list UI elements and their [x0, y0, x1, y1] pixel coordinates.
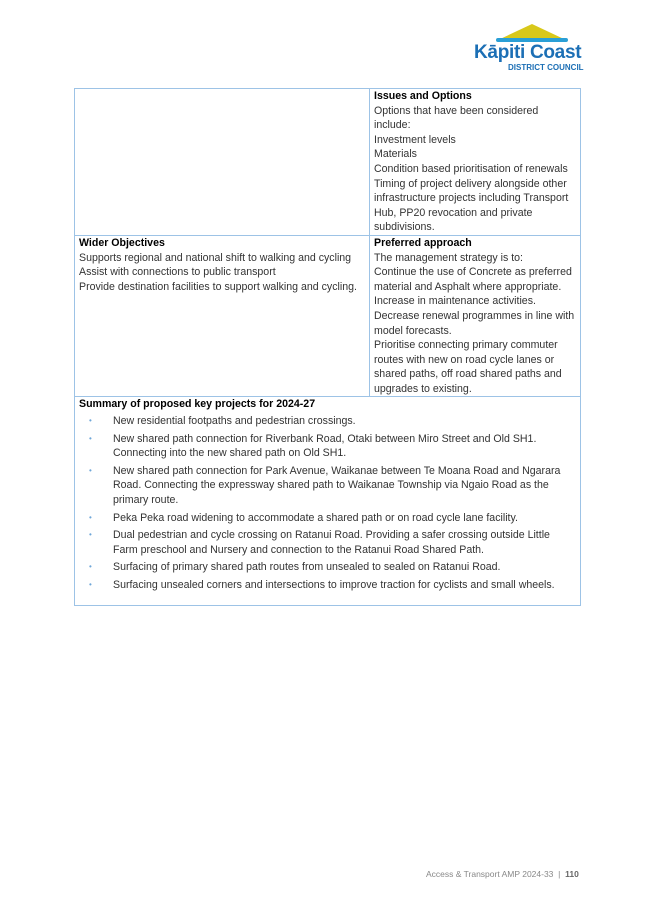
issues-line: Timing of project delivery alongside oth…: [374, 177, 569, 234]
wider-line: Assist with connections to public transp…: [79, 266, 276, 279]
issues-line: Condition based prioritisation of renewa…: [374, 162, 568, 175]
footer-title: Access & Transport AMP 2024-33: [426, 869, 554, 879]
preferred-line: Increase in maintenance activities.: [374, 295, 536, 308]
issues-heading: Issues and Options: [374, 90, 472, 102]
issues-line: Materials: [374, 148, 417, 161]
summary-cell: Summary of proposed key projects for 202…: [74, 396, 581, 607]
issues-line: Investment levels: [374, 133, 456, 146]
wider-line: Supports regional and national shift to …: [79, 251, 352, 264]
logo-name: Kāpiti Coast: [474, 42, 582, 63]
footer-separator: |: [558, 869, 561, 879]
wave-icon: [496, 38, 568, 42]
list-item: New residential footpaths and pedestrian…: [89, 414, 577, 429]
project-list: New residential footpaths and pedestrian…: [79, 414, 577, 593]
wider-line: Provide destination facilities to suppor…: [79, 280, 357, 293]
preferred-line: Prioritise connecting primary commuter r…: [374, 339, 562, 395]
wider-cell: Wider Objectives Supports regional and n…: [74, 234, 370, 398]
list-item: Surfacing of primary shared path routes …: [89, 560, 577, 575]
preferred-heading: Preferred approach: [374, 236, 472, 249]
strategy-table: Issues and Options Options that have bee…: [74, 88, 581, 607]
empty-cell: [74, 88, 370, 236]
issues-line: Options that have been considered includ…: [374, 104, 539, 132]
council-logo: Kāpiti Coast DISTRICT COUNCIL: [470, 24, 590, 76]
preferred-cell: Preferred approach The management strate…: [369, 234, 581, 398]
logo-subtitle: DISTRICT COUNCIL: [508, 63, 584, 72]
preferred-line: The management strategy is to:: [374, 251, 523, 264]
list-item: Surfacing unsealed corners and intersect…: [89, 578, 577, 593]
list-item: Dual pedestrian and cycle crossing on Ra…: [89, 528, 577, 557]
page-number: 110: [565, 869, 579, 879]
list-item: New shared path connection for Riverbank…: [89, 432, 577, 461]
issues-cell: Issues and Options Options that have bee…: [369, 88, 581, 236]
preferred-line: Decrease renewal programmes in line with…: [374, 309, 575, 337]
summary-heading: Summary of proposed key projects for 202…: [79, 398, 316, 411]
preferred-line: Continue the use of Concrete as preferre…: [374, 266, 572, 293]
list-item: New shared path connection for Park Aven…: [89, 464, 577, 508]
page-footer: Access & Transport AMP 2024-33 | 110: [426, 869, 579, 879]
list-item: Peka Peka road widening to accommodate a…: [89, 511, 577, 526]
mountain-icon: [498, 24, 566, 40]
wider-heading: Wider Objectives: [79, 236, 165, 249]
